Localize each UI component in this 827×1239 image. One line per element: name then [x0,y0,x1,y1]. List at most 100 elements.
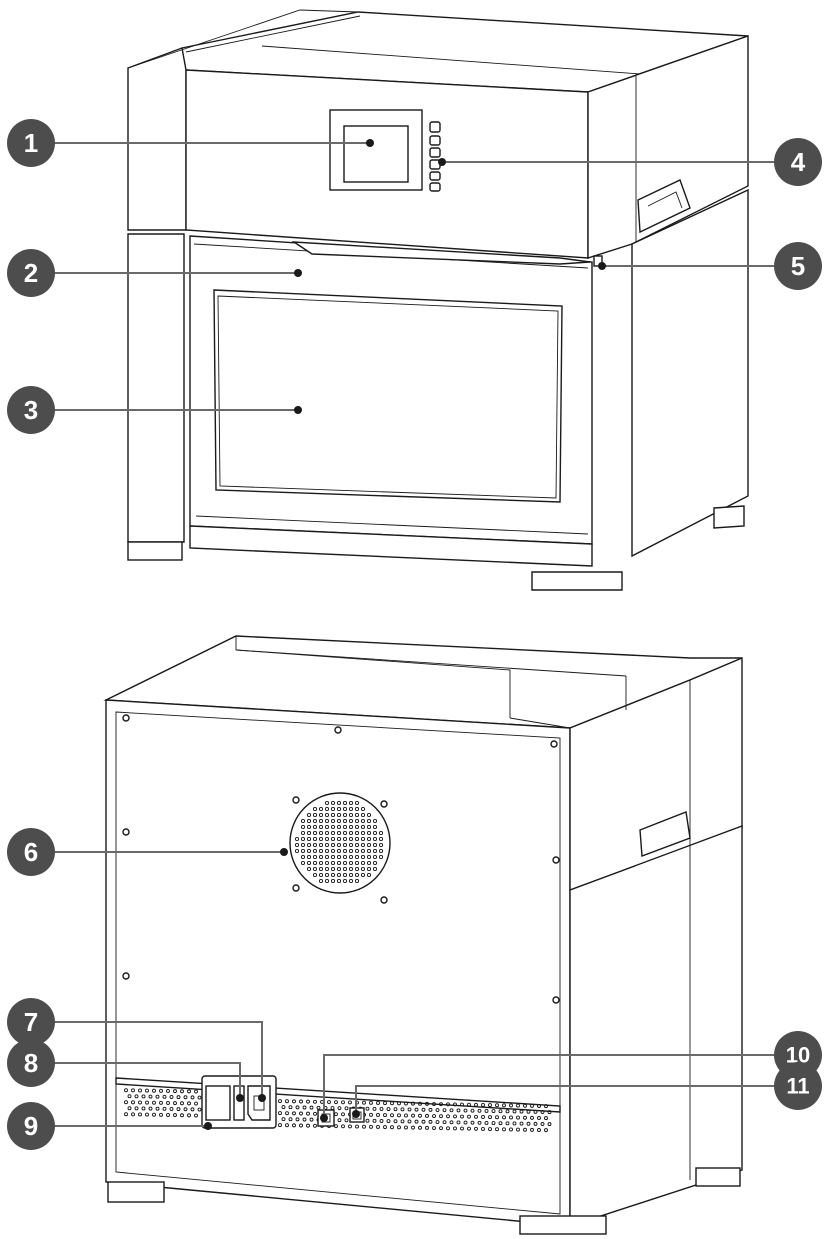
vent-hole [344,1118,349,1123]
vent-hole [134,1094,139,1099]
vent-hole [442,1108,447,1113]
vent-hole [488,1115,492,1120]
fan-hole [300,848,306,854]
fan-hole [348,878,354,884]
callout-7: 7 [7,998,55,1046]
vent-hole [376,1125,380,1129]
fan-hole [330,806,336,812]
fan-hole [324,806,330,812]
fan-hole [312,842,318,848]
vent-hole [131,1088,135,1093]
vent-hole [411,1113,415,1118]
fan-hole [366,872,372,878]
fan-hole [336,836,342,842]
vent-hole [519,1109,524,1114]
vent-hole [281,1105,286,1110]
vent-hole [547,1110,552,1115]
fan-hole [342,806,348,812]
vent-hole [523,1103,527,1108]
vent-hole [155,1106,160,1111]
vent-hole [173,1089,177,1094]
fan-hole [342,818,348,824]
fan-hole [300,824,306,830]
fan-hole [336,800,342,806]
vent-hole [313,1099,317,1104]
fan-hole [300,854,306,860]
vent-hole [145,1112,149,1117]
vent-hole [547,1122,552,1127]
fan-hole [360,830,366,836]
vent-hole [169,1095,174,1099]
vent-hole [502,1103,506,1108]
vent-hole [393,1107,398,1112]
panel-screw [552,856,560,864]
vent-hole [421,1119,426,1124]
fan-hole [306,842,312,848]
vent-hole [523,1115,527,1120]
fan-hole [324,800,330,806]
fan-hole [318,872,324,878]
fan-hole [336,878,342,884]
vent-hole [180,1113,184,1118]
vent-hole [302,1105,307,1110]
vent-hole [127,1106,132,1111]
rear-foot-right [519,1215,607,1235]
vent-hole [327,1100,331,1104]
vent-hole [278,1111,282,1116]
vent-hole [166,1089,170,1093]
vent-hole [152,1112,156,1117]
vent-hole [152,1100,156,1105]
vent-hole [442,1120,447,1125]
vent-hole [509,1115,513,1120]
front-foot-back [713,505,745,529]
side-handle [637,179,691,234]
fan-hole [342,848,348,854]
vent-hole [404,1125,408,1130]
callout-4-label: 4 [791,147,806,177]
vent-hole [341,1112,345,1117]
vent-hole [460,1114,464,1119]
fan-hole [318,836,324,842]
fan-hole [342,854,348,860]
callout-11-label: 11 [786,1074,809,1099]
power-inlet [247,1085,271,1121]
fan-hole [336,866,342,872]
vent-hole [495,1127,499,1132]
fan-hole [318,878,324,884]
door-window [213,289,563,503]
vent-hole [131,1100,135,1105]
fan-hole [366,818,372,824]
callout-9-label: 9 [24,1111,38,1141]
vent-hole [540,1122,545,1126]
fan-hole [342,824,348,830]
fan-hole [360,842,366,848]
vent-hole [187,1101,191,1106]
vent-hole [176,1095,181,1100]
control-button-2 [429,135,441,146]
fan-hole [306,836,312,842]
fan-hole [378,842,384,848]
vent-hole [369,1112,373,1117]
front-foot-right [531,571,623,591]
fan-hole [324,818,330,824]
vent-hole [159,1100,163,1105]
vent-hole [463,1120,468,1125]
vent-hole [299,1123,303,1128]
fan-hole [366,824,372,830]
vent-hole [407,1107,412,1112]
callout-3: 3 [7,386,55,434]
fan-hole [312,860,318,866]
vent-hole [530,1115,534,1120]
fan-hole [348,830,354,836]
vent-hole [183,1107,188,1112]
fan-hole [360,872,366,878]
vent-hole [379,1119,384,1123]
vent-hole [309,1117,314,1122]
vent-hole [414,1107,419,1112]
fan-hole [318,806,324,812]
panel-screw [552,996,560,1004]
fan-hole [372,854,378,860]
leader-11 [355,1085,778,1114]
vent-hole [397,1101,401,1106]
vent-hole [428,1119,433,1124]
